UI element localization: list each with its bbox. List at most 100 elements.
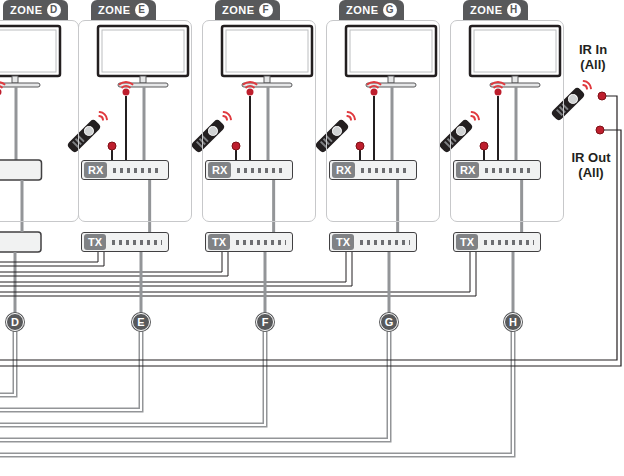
- remote-body: [438, 118, 473, 153]
- remote-pad: [567, 93, 580, 106]
- zone-letter: D: [47, 3, 61, 17]
- ir-cable: [0, 252, 98, 262]
- tv-base: [0, 83, 40, 87]
- ir-emitter-wire: [249, 96, 251, 160]
- ir-wave: [584, 81, 591, 88]
- extender-box: TX: [453, 232, 541, 252]
- ir-wave: [224, 112, 231, 119]
- zone-tab: ZONE D: [3, 0, 68, 20]
- extender-box: TX: [329, 232, 417, 252]
- remote-body: [550, 86, 585, 121]
- zone-letter: H: [507, 3, 521, 17]
- extender-label: RX: [84, 162, 107, 178]
- zone-illustration: [0, 26, 60, 160]
- ir-cable: [0, 252, 228, 276]
- zone-tab: ZONEE: [91, 0, 156, 20]
- ir-wave: [492, 82, 505, 84]
- ir-wave: [347, 116, 351, 120]
- tv-base: [490, 83, 540, 87]
- tv-screen: [222, 26, 312, 76]
- hdmi-run-core: [0, 331, 389, 440]
- ir-emitter-wire: [125, 96, 127, 160]
- zone-letter: F: [259, 3, 273, 17]
- callout-letter: F: [262, 316, 269, 328]
- hdmi-cable: [515, 87, 518, 160]
- remote-body: [314, 118, 349, 153]
- hdmi-cable: [267, 87, 270, 160]
- tv-screen: [346, 26, 436, 76]
- extender-label: RX: [456, 162, 479, 178]
- ir-label: IR Out (All): [568, 150, 614, 180]
- extender-box: TX: [205, 232, 293, 252]
- ir-emitter-wire: [497, 96, 499, 160]
- ir-cable: [0, 252, 104, 266]
- zone-title: ZONE: [346, 4, 379, 16]
- ir-sensor: [108, 142, 116, 150]
- hdmi-run: [0, 331, 389, 440]
- tv-bezel: [0, 30, 56, 72]
- hdmi-connector: [148, 180, 151, 232]
- ir-emitter: [495, 89, 502, 96]
- ir-emitter: [123, 89, 130, 96]
- port-strip: [360, 240, 410, 245]
- zone-illustration: [314, 26, 436, 160]
- tv-neck: [12, 76, 18, 83]
- zone-title: ZONE: [470, 4, 503, 16]
- hdmi-connector: [396, 180, 399, 232]
- ir-emitter: [371, 89, 378, 96]
- tv-bezel: [102, 30, 184, 72]
- extender-label: TX: [208, 234, 230, 250]
- ir-emitter: [247, 89, 254, 96]
- zone-title: ZONE: [222, 4, 255, 16]
- zone-tab: ZONE F: [215, 0, 280, 20]
- hdmi-connector: [140, 252, 143, 313]
- remote-pad: [83, 125, 96, 138]
- zone-circle: E: [132, 313, 150, 331]
- tv-screen: [0, 26, 60, 76]
- ir-wave: [472, 112, 479, 119]
- zone-circle: D: [6, 313, 24, 331]
- zone-title: ZONE: [10, 4, 43, 16]
- port-strip: [361, 168, 410, 173]
- zone-panel: ZONED: [0, 20, 79, 222]
- ir-in-wire: [0, 96, 617, 360]
- callout-letter: D: [11, 316, 19, 328]
- zone-tab: ZONE H: [463, 0, 528, 20]
- zone-panel: ZONEGRX: [326, 20, 440, 222]
- remote-pad: [455, 125, 468, 138]
- ir-label: IR In (All): [572, 42, 614, 72]
- remote-pad: [331, 125, 344, 138]
- hdmi-cable: [15, 87, 18, 160]
- zone-illustration: [66, 26, 188, 160]
- ir-sensor-wire: [111, 150, 113, 160]
- hdmi-run: [0, 331, 15, 395]
- callout-letter: H: [509, 316, 517, 328]
- ir-emitter: [0, 89, 2, 96]
- ir-wave: [494, 86, 502, 87]
- zone-tab: ZONE G: [339, 0, 404, 20]
- ir-sensor-wire: [483, 150, 485, 160]
- extender-box: RX: [453, 160, 541, 180]
- ir-wave: [99, 116, 103, 120]
- hdmi-cable: [21, 180, 24, 232]
- hdmi-connector: [272, 180, 275, 232]
- tv-base: [118, 83, 168, 87]
- port-strip: [112, 240, 162, 245]
- port-strip: [237, 168, 286, 173]
- hdmi-run-core: [0, 331, 15, 395]
- zone-panel: ZONEFRX: [202, 20, 316, 222]
- remote-control: [438, 118, 473, 153]
- hdmi-run-core: [0, 331, 265, 425]
- extender-label: RX: [208, 162, 231, 178]
- remote-control: [314, 118, 349, 153]
- zone-letter: G: [383, 3, 397, 17]
- zone-illustration: [438, 26, 560, 160]
- hdmi-connector: [388, 252, 391, 313]
- remote-control: [550, 86, 585, 121]
- receiver-partial: [0, 160, 42, 180]
- extender-label: TX: [332, 234, 354, 250]
- ir-cable: [0, 252, 346, 282]
- zone-circle: G: [380, 313, 398, 331]
